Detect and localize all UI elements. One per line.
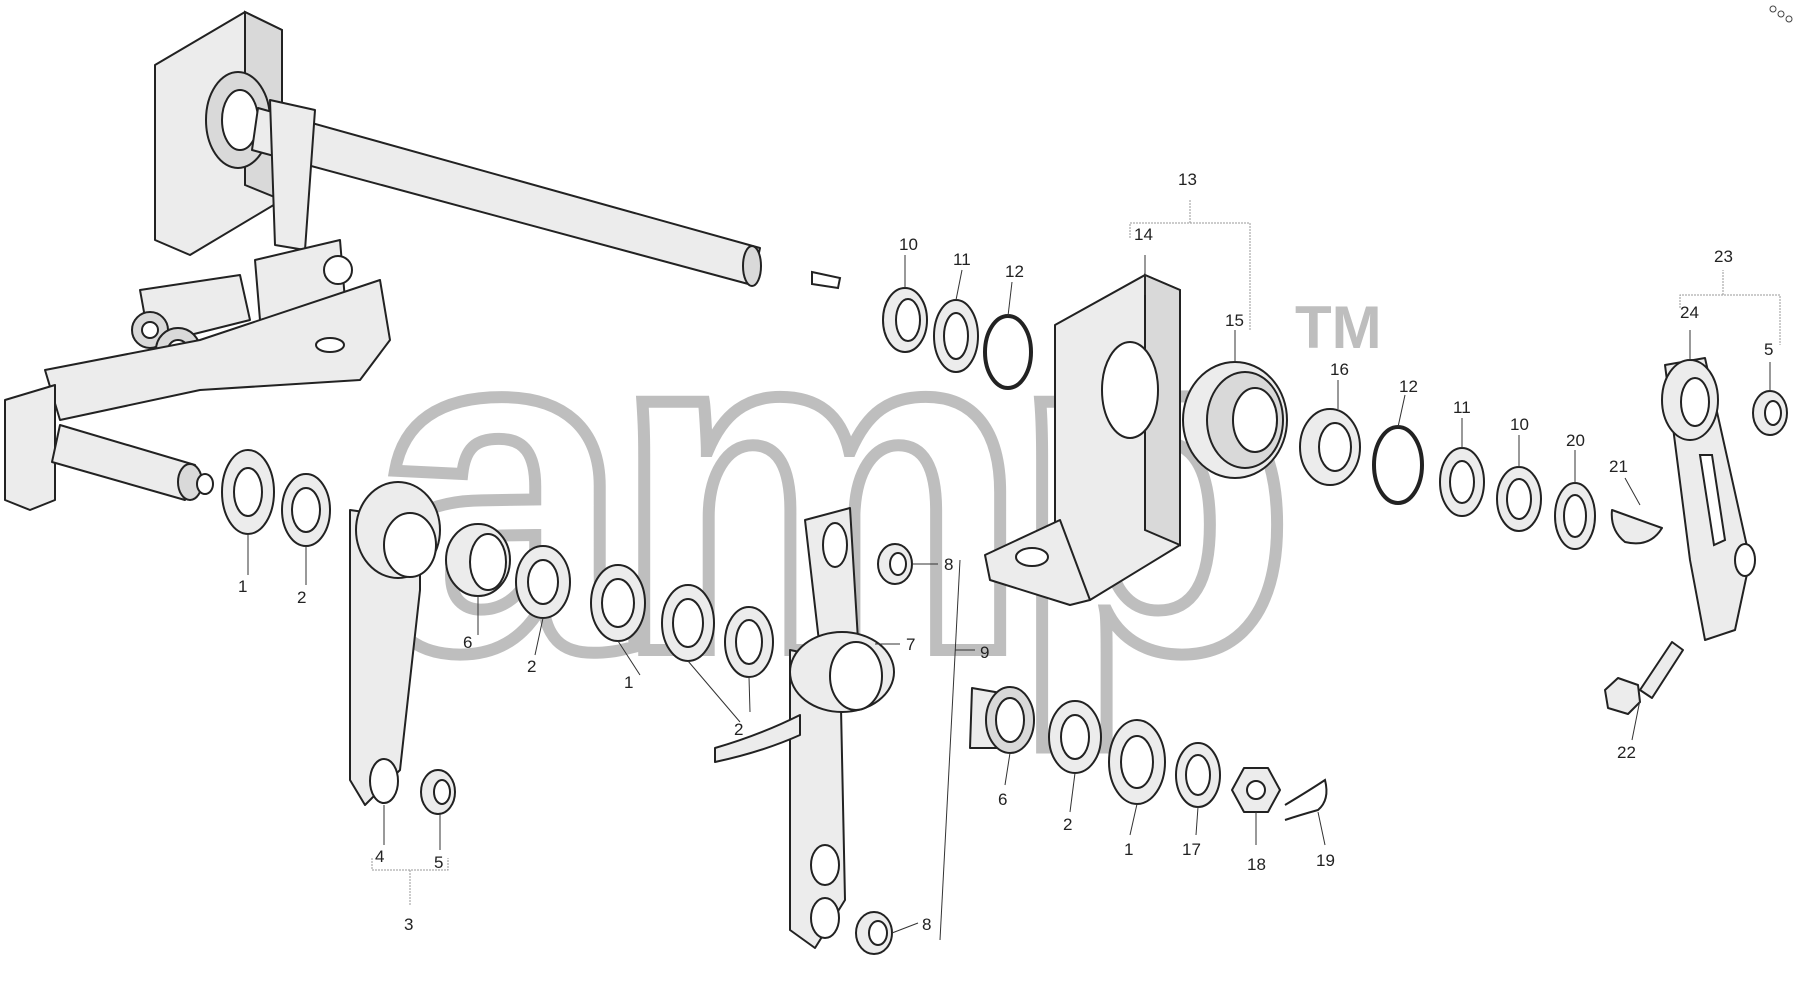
bearing-16 xyxy=(1299,408,1361,486)
callout-1: 1 xyxy=(238,577,247,596)
bolt-22 xyxy=(1604,641,1684,715)
callout-12: 12 xyxy=(1005,262,1024,281)
seal-10-right xyxy=(1496,466,1542,532)
callout-11: 11 xyxy=(1453,398,1471,417)
callout-1: 1 xyxy=(624,673,633,692)
bushing-5-left xyxy=(420,769,456,815)
group-brackets xyxy=(371,200,1781,905)
bushing-8-upper xyxy=(877,543,913,585)
callout-7: 7 xyxy=(906,635,915,654)
callout-3: 3 xyxy=(404,915,413,934)
washer-1-mid-a xyxy=(590,564,646,642)
callout-8: 8 xyxy=(922,915,931,934)
callout-4: 4 xyxy=(375,847,384,866)
callout-12: 12 xyxy=(1399,377,1418,396)
callout-20: 20 xyxy=(1566,431,1585,450)
needle-bearing-6-right xyxy=(969,686,1035,754)
callout-11: 11 xyxy=(953,250,971,269)
arm-4 xyxy=(349,481,441,806)
callout-10: 10 xyxy=(899,235,918,254)
bracket-14 xyxy=(984,273,1181,606)
needle-bearing-6-left xyxy=(445,523,511,597)
washer-2-left xyxy=(281,473,331,547)
trademark-symbol: TM xyxy=(1295,294,1382,361)
callout-5: 5 xyxy=(434,853,443,872)
callout-14: 14 xyxy=(1134,225,1153,244)
callout-18: 18 xyxy=(1247,855,1266,874)
callout-21: 21 xyxy=(1609,457,1628,476)
washer-1-right xyxy=(1108,719,1166,805)
o-ring-12-right xyxy=(1372,425,1424,505)
washer-17 xyxy=(1175,742,1221,808)
callout-24: 24 xyxy=(1680,303,1699,322)
seal-10-left xyxy=(882,287,928,353)
chain-link-icon xyxy=(1769,5,1793,23)
callout-2: 2 xyxy=(297,588,306,607)
callout-5: 5 xyxy=(1764,340,1773,359)
castle-nut-18 xyxy=(1231,767,1281,813)
callout-16: 16 xyxy=(1330,360,1349,379)
callout-6: 6 xyxy=(998,790,1007,809)
callout-13: 13 xyxy=(1178,170,1197,189)
washer-2-mid xyxy=(515,545,571,619)
leader-lines xyxy=(247,255,1771,941)
washer-1-left xyxy=(221,449,275,535)
callout-labels: 1 2 4 5 3 6 2 1 2 7 8 9 8 10 11 12 13 14… xyxy=(238,170,1773,934)
long-shaft xyxy=(251,107,842,290)
callout-2: 2 xyxy=(527,657,536,676)
callout-10: 10 xyxy=(1510,415,1529,434)
woodruff-key-21 xyxy=(1610,509,1663,545)
callout-2: 2 xyxy=(734,720,743,739)
washer-2-mid-b xyxy=(724,606,774,678)
callout-15: 15 xyxy=(1225,311,1244,330)
callout-8: 8 xyxy=(944,555,953,574)
washer-11-right xyxy=(1439,447,1485,517)
callout-6: 6 xyxy=(463,633,472,652)
bushing-5-right xyxy=(1752,390,1788,436)
washer-11-left xyxy=(933,299,979,373)
cotter-pin-19 xyxy=(1284,778,1328,821)
lever-24 xyxy=(1661,357,1756,641)
callout-1: 1 xyxy=(1124,840,1133,859)
callout-17: 17 xyxy=(1182,840,1201,859)
washer-1-mid-b xyxy=(661,584,715,662)
bearing-housing-15 xyxy=(1182,361,1288,479)
callout-9: 9 xyxy=(980,643,989,662)
bushing-8-lower xyxy=(855,911,893,955)
callout-23: 23 xyxy=(1714,247,1733,266)
callout-2: 2 xyxy=(1063,815,1072,834)
washer-20 xyxy=(1554,482,1596,550)
lever-7 xyxy=(714,507,895,949)
callout-22: 22 xyxy=(1617,743,1636,762)
lower-mount-plate xyxy=(4,384,214,511)
callout-19: 19 xyxy=(1316,851,1335,870)
base-bracket xyxy=(44,279,391,421)
washer-2-right xyxy=(1048,700,1102,774)
